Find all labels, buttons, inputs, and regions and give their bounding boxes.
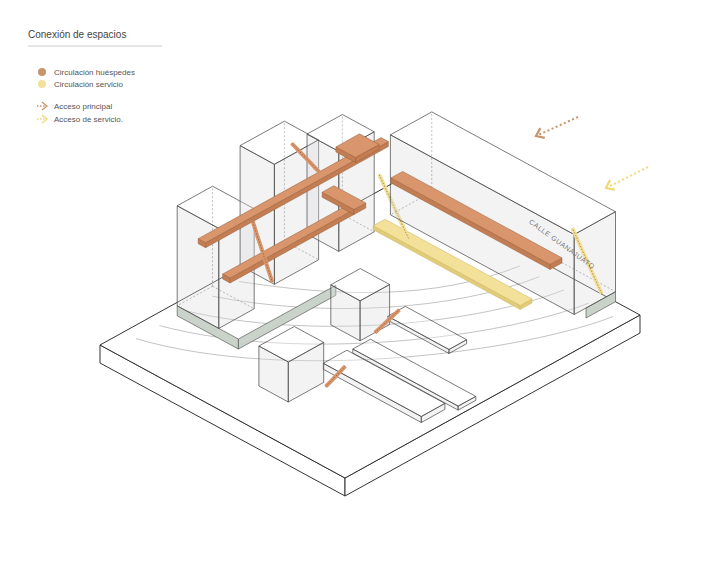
stair-steps xyxy=(292,143,320,172)
stair xyxy=(253,222,273,283)
legend-label: Acceso principal xyxy=(54,102,112,111)
stair-steps xyxy=(375,310,400,333)
guest-walkway xyxy=(223,206,354,279)
guest-walkway xyxy=(230,210,354,284)
stair xyxy=(326,366,346,387)
guest-landing xyxy=(336,134,379,158)
main-access-arrow xyxy=(536,117,578,136)
main-access-arrow-head xyxy=(536,128,545,138)
guest-walkway xyxy=(391,178,550,270)
terrace-slab xyxy=(388,306,467,349)
building-volume xyxy=(390,112,615,235)
building-volume xyxy=(259,327,324,363)
stair-steps xyxy=(326,366,346,387)
stair xyxy=(375,310,400,333)
legend-swatch xyxy=(38,68,46,76)
guest-walkway xyxy=(322,186,366,210)
building-volume xyxy=(331,269,390,301)
service-access-arrow xyxy=(606,167,648,188)
legend-swatch xyxy=(38,80,46,88)
title-rule xyxy=(28,46,162,47)
stair-steps xyxy=(253,222,273,283)
legend-line-head xyxy=(42,115,47,123)
guest-walkway xyxy=(206,142,389,248)
legend-line-head xyxy=(42,102,47,110)
stair xyxy=(292,143,320,172)
diagram-title: Conexión de espacios xyxy=(28,29,126,40)
legend-label: Circulación servicio xyxy=(54,80,123,89)
legend-label: Acceso de servicio. xyxy=(54,115,123,124)
terrace-slab xyxy=(353,339,476,406)
legend-line-sample xyxy=(37,105,46,107)
service-access-arrow-head xyxy=(606,180,615,190)
guest-walkway xyxy=(391,171,562,264)
legend-label: Circulación huéspedes xyxy=(54,68,135,77)
legend-line-sample xyxy=(37,118,46,120)
